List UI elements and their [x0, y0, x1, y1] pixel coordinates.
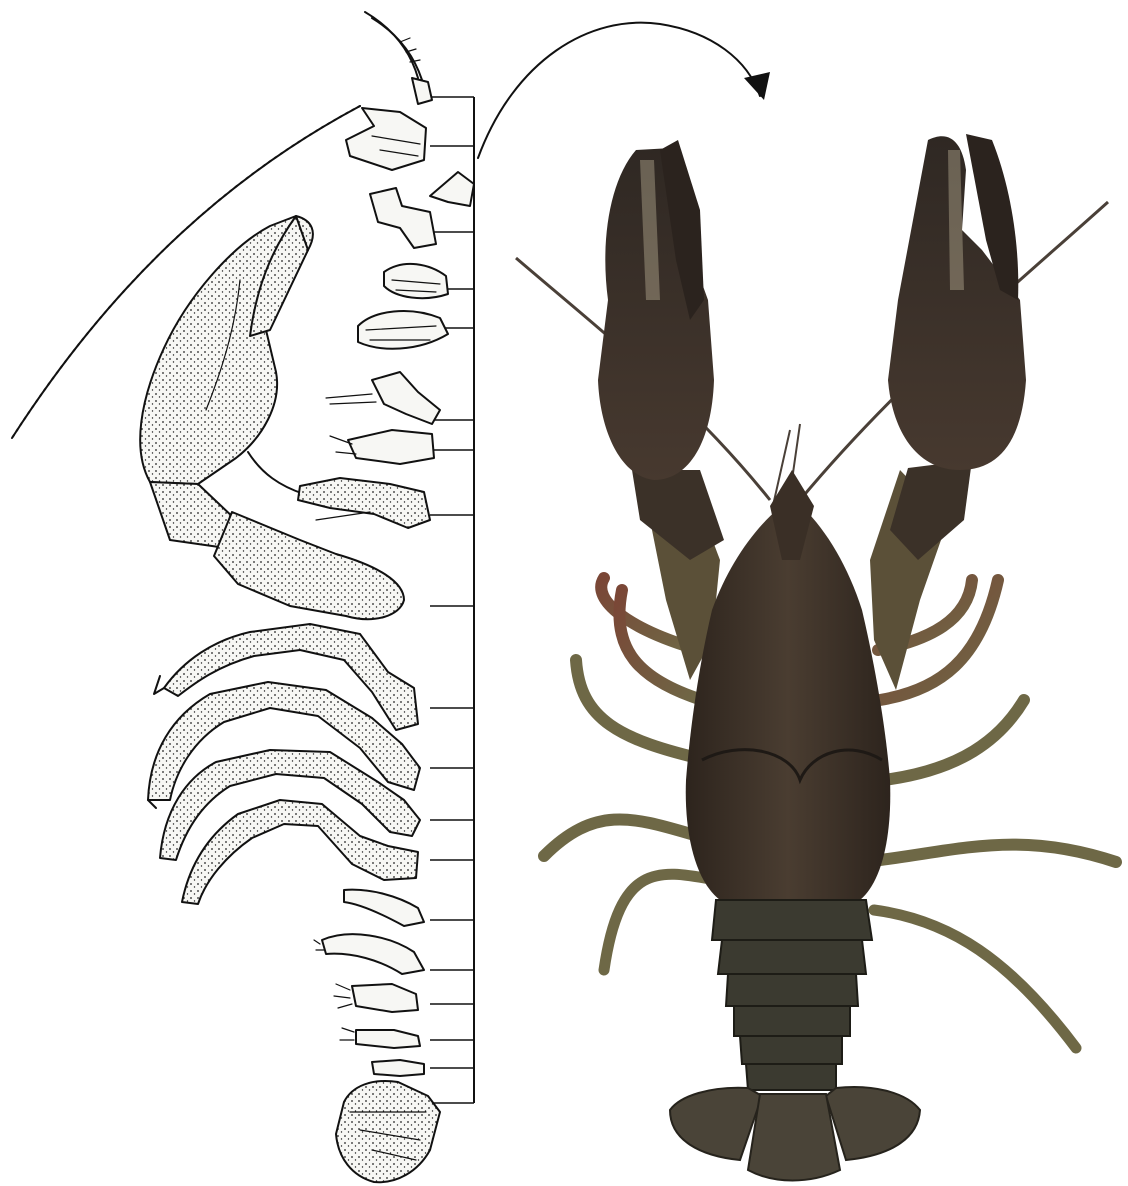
- curved-arrow-icon: [478, 23, 770, 158]
- uropod-icon: [336, 1081, 440, 1182]
- connector-ticks: [430, 97, 474, 1103]
- maxilla-1-icon: [384, 264, 448, 298]
- swimmeret-3-icon: [334, 984, 418, 1012]
- cheliped-icon: [140, 216, 404, 619]
- crayfish-photo-icon: [516, 134, 1116, 1181]
- antennule-icon: [365, 12, 432, 104]
- maxilliped-1-icon: [326, 372, 440, 424]
- appendage-drawing: [12, 12, 474, 1182]
- swimmeret-4-icon: [340, 1028, 420, 1048]
- swimmeret-2-icon: [314, 934, 424, 974]
- mandible-icon: [370, 172, 474, 248]
- swimmeret-1-icon: [344, 890, 424, 926]
- swimmeret-5-icon: [372, 1060, 424, 1076]
- maxilliped-2-icon: [330, 430, 434, 464]
- maxilla-2-icon: [358, 311, 448, 349]
